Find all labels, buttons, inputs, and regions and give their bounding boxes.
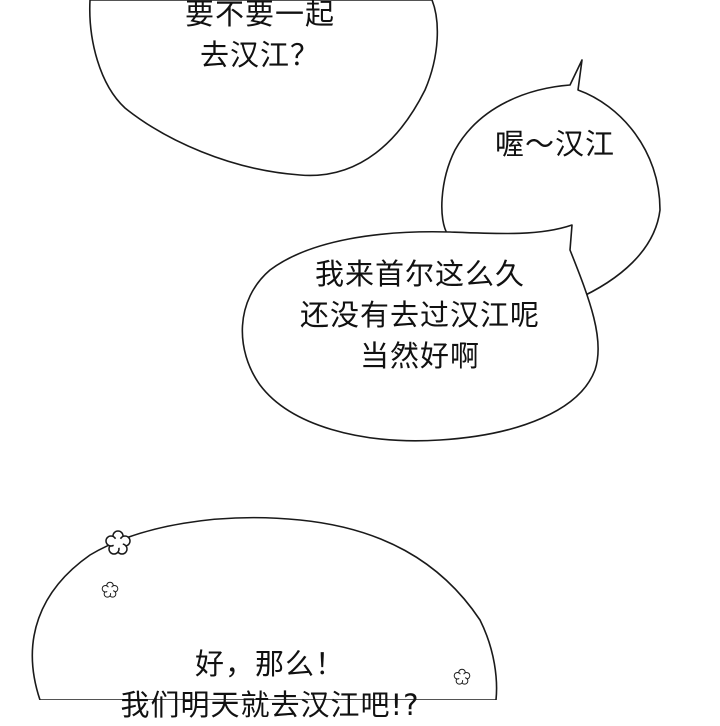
flower-icon xyxy=(453,668,471,685)
comic-panel: 要不要一起 去汉江？ 喔～汉江 我来首尔这么久 还没有去过汉江呢 当然好啊 好，… xyxy=(31,0,661,722)
speech-bubble-outlines xyxy=(31,0,661,700)
dialogue-line: 要不要一起 xyxy=(184,0,335,31)
dialogue-line: 我来首尔这么久 xyxy=(314,257,525,291)
speech-bubble-1-text: 要不要一起 去汉江？ xyxy=(150,0,370,76)
speech-bubble-3-text: 我来首尔这么久 还没有去过汉江呢 当然好啊 xyxy=(270,254,570,377)
dialogue-line: 去汉江？ xyxy=(199,38,320,72)
speech-bubble-3-outline xyxy=(241,224,599,442)
dialogue-line: 我们明天就去汉江吧!? xyxy=(120,688,420,722)
speech-bubble-4-outline xyxy=(31,516,498,700)
dialogue-line: 当然好啊 xyxy=(359,339,480,373)
speech-bubble-2-text: 喔～汉江 xyxy=(470,124,640,165)
flower-icon xyxy=(105,530,131,555)
speech-bubble-1-outline xyxy=(89,0,439,177)
dialogue-line: 还没有去过汉江呢 xyxy=(299,298,540,332)
dialogue-line: 好，那么！ xyxy=(194,647,345,681)
flower-icon xyxy=(101,581,119,598)
speech-bubble-4-text: 好，那么！ 我们明天就去汉江吧!? xyxy=(60,644,480,726)
dialogue-line: 喔～汉江 xyxy=(494,127,615,161)
